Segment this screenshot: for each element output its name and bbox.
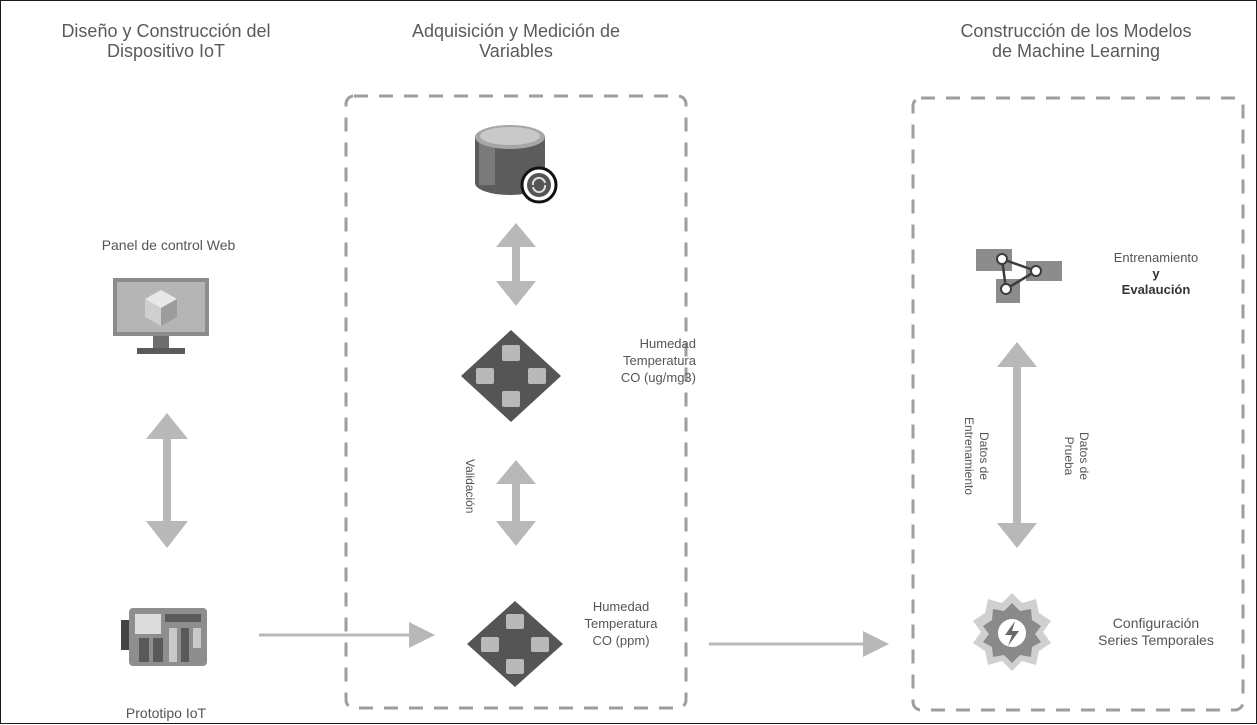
raw-data-line1: Humedad xyxy=(592,599,650,614)
timeseries-line2: Series Temporales xyxy=(1098,632,1214,648)
raw-data-line3: CO (ppm) xyxy=(592,633,650,648)
ml-network-icon xyxy=(976,249,1062,303)
column-title-ml: Construcción de los Modelos de Machine L… xyxy=(906,21,1246,61)
web-prototype-double-arrow xyxy=(146,413,188,548)
column-title-ml-line2: de Machine Learning xyxy=(991,41,1161,61)
raw-data-label: Humedad Temperatura CO (ppm) xyxy=(561,598,681,649)
column-title-iot: Diseño y Construcción del Dispositivo Io… xyxy=(11,21,321,61)
training-timeseries-double-arrow xyxy=(997,342,1037,548)
iot-prototype-label: Prototipo IoT xyxy=(125,705,207,721)
circuit-board-icon xyxy=(121,608,207,666)
web-panel-label: Panel de control Web xyxy=(101,237,236,253)
validation-double-arrow xyxy=(496,460,536,546)
diamond-nodes-icon xyxy=(467,601,563,687)
timeseries-label: Configuración Series Temporales xyxy=(1066,615,1246,649)
validated-data-label: Humedad Temperatura CO (ug/mg3) xyxy=(556,335,696,386)
column-title-acquisition: Adquisición y Medición de Variables xyxy=(361,21,671,61)
column-title-iot-line1: Diseño y Construcción del xyxy=(61,21,271,41)
acquisition-group-box xyxy=(344,94,688,710)
prototype-to-raw-arrow xyxy=(259,622,435,648)
training-data-line1: Datos de xyxy=(977,431,991,481)
column-title-acquisition-line2: Variables xyxy=(479,41,553,61)
validated-data-line3: CO (ug/mg3) xyxy=(620,370,696,385)
ml-group-box xyxy=(911,96,1245,712)
training-line2: y xyxy=(1152,266,1160,281)
diamond-nodes-icon xyxy=(461,330,561,422)
column-title-ml-line1: Construcción de los Modelos xyxy=(960,21,1192,41)
training-line1: Entrenamiento xyxy=(1113,250,1199,265)
training-line3: Evalaución xyxy=(1121,282,1191,297)
validated-data-line1: Humedad xyxy=(639,336,696,351)
validated-data-line2: Temperatura xyxy=(623,353,696,368)
gear-lightning-icon xyxy=(973,593,1051,671)
test-data-line1: Datos de xyxy=(1077,431,1091,481)
validation-label: Validación xyxy=(463,459,477,514)
database-sync-icon xyxy=(475,125,558,204)
test-data-line2: Prueba xyxy=(1062,436,1076,476)
monitor-cube-icon xyxy=(113,278,209,354)
database-validated-double-arrow xyxy=(496,223,536,306)
column-title-acquisition-line1: Adquisición y Medición de xyxy=(411,21,621,41)
test-data-label: Datos de Prueba xyxy=(1061,421,1091,491)
raw-data-line2: Temperatura xyxy=(584,616,658,631)
raw-to-ml-arrow xyxy=(709,631,889,657)
training-label: Entrenamiento y Evalaución xyxy=(1086,250,1226,298)
training-data-label: Datos de Entrenamiento xyxy=(961,401,991,511)
training-data-line2: Entrenamiento xyxy=(962,416,976,496)
column-title-iot-line2: Dispositivo IoT xyxy=(106,41,226,61)
timeseries-line1: Configuración xyxy=(1112,615,1200,631)
